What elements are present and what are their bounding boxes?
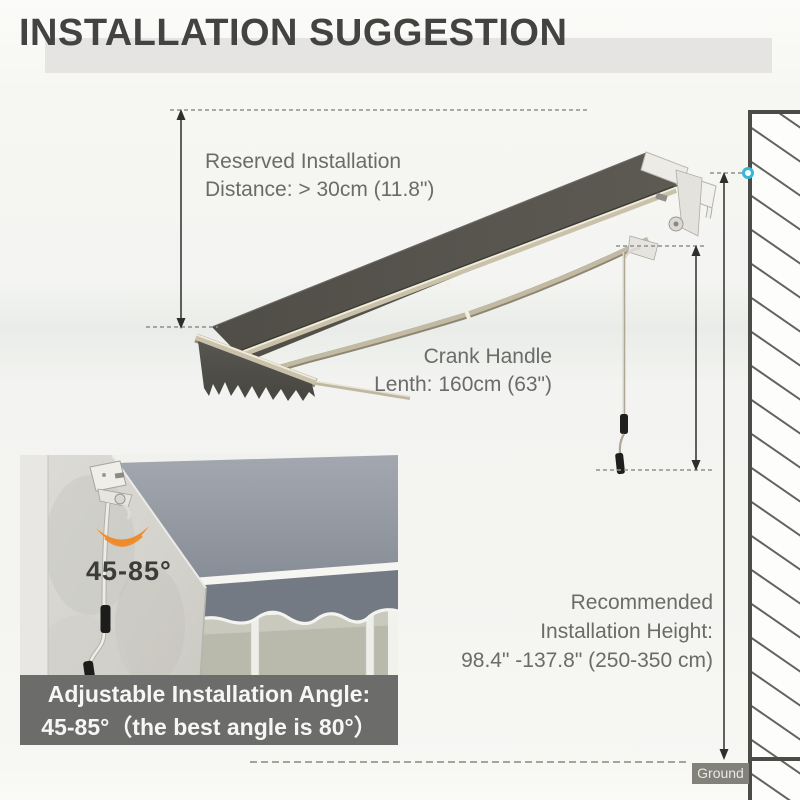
- front-bar-extension: [315, 381, 411, 400]
- awning-valance: [198, 341, 315, 401]
- front-bar: [194, 333, 318, 386]
- title-background-band: [45, 38, 772, 73]
- inset-valance: [192, 570, 398, 624]
- inset-caption-line1: Adjustable Installation Angle:: [47, 681, 371, 707]
- crank-handle: [615, 252, 628, 475]
- roller-joint: [444, 281, 452, 292]
- wall-section: [748, 110, 800, 800]
- awning-illustration: [194, 151, 717, 475]
- crank-handle-line1: Crank Handle: [423, 345, 552, 368]
- inset-valance-wave-edge: [191, 608, 398, 626]
- angle-range-label: 45-85°: [86, 556, 172, 586]
- installation-height-line1: Recommended: [570, 591, 713, 614]
- front-bar-highlight: [195, 333, 317, 381]
- roller-bar-highlight: [231, 186, 677, 357]
- installation-height-line2: Installation Height:: [540, 620, 713, 643]
- inset-caption-line2: 45-85°（the best angle is 80°）: [41, 714, 377, 740]
- arm-joint: [463, 307, 471, 320]
- wall-left-edge: [748, 110, 752, 800]
- reserved-distance-note: Reserved Installation Distance: > 30cm (…: [205, 148, 434, 204]
- fabric-edge-shadow: [229, 185, 675, 357]
- cyan-dot-icon: [742, 167, 754, 179]
- inset-bracket: [89, 460, 133, 520]
- crank-handle-line2: Lenth: 160cm (63"): [374, 373, 552, 396]
- inset-awning-fabric: [115, 455, 398, 580]
- installation-height-note: Recommended Installation Height: 98.4" -…: [420, 588, 713, 675]
- fabric-top-highlight: [211, 152, 647, 328]
- wall-ground-edge: [748, 757, 800, 761]
- inset-crank-rod: [83, 502, 111, 680]
- page-title: INSTALLATION SUGGESTION: [19, 12, 568, 54]
- ground-label: Ground: [692, 763, 749, 784]
- awning-fabric: [212, 153, 678, 362]
- reserved-distance-line2: Distance: > 30cm (11.8"): [205, 178, 435, 201]
- front-bar-extension-highlight: [315, 380, 411, 398]
- installation-height-line3: 98.4" -137.8" (250-350 cm): [461, 649, 713, 672]
- orange-arc-icon: [96, 526, 149, 547]
- crank-handle-note: Crank Handle Lenth: 160cm (63"): [300, 343, 552, 399]
- reserved-distance-line1: Reserved Installation: [205, 150, 402, 173]
- mounting-bracket: [623, 151, 717, 261]
- inset-caption: Adjustable Installation Angle: 45-85°（th…: [20, 675, 398, 745]
- wall-top-edge: [748, 110, 800, 114]
- dimension-arrows: [180, 116, 725, 752]
- roller-bar: [230, 187, 678, 361]
- dashed-guides: [146, 109, 742, 471]
- arrowheads: [176, 109, 729, 760]
